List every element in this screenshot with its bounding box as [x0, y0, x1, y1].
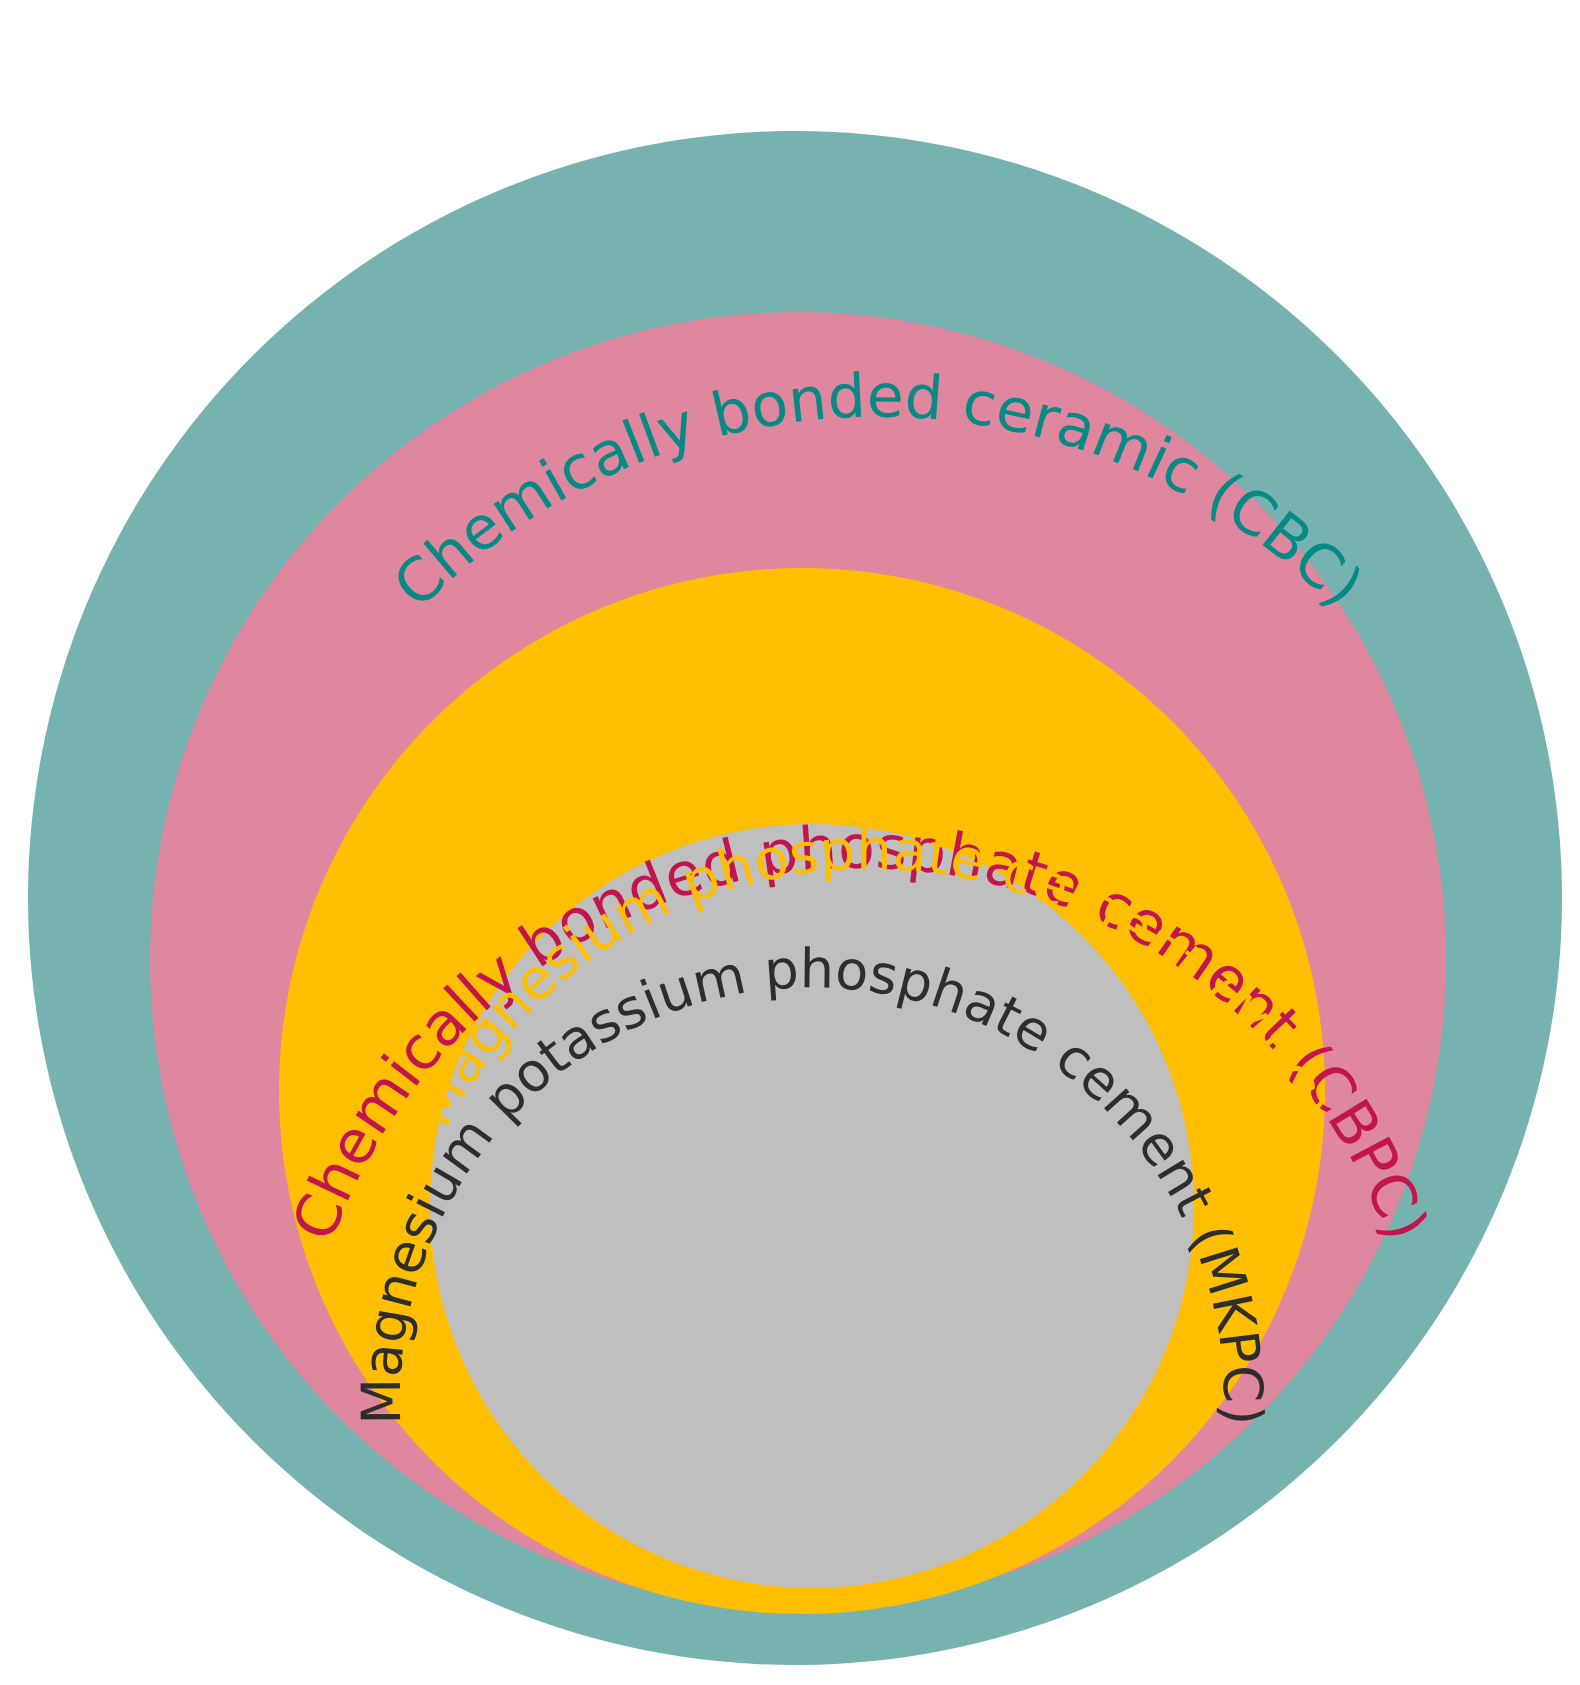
layer-disc-mkpc: [430, 824, 1194, 1588]
